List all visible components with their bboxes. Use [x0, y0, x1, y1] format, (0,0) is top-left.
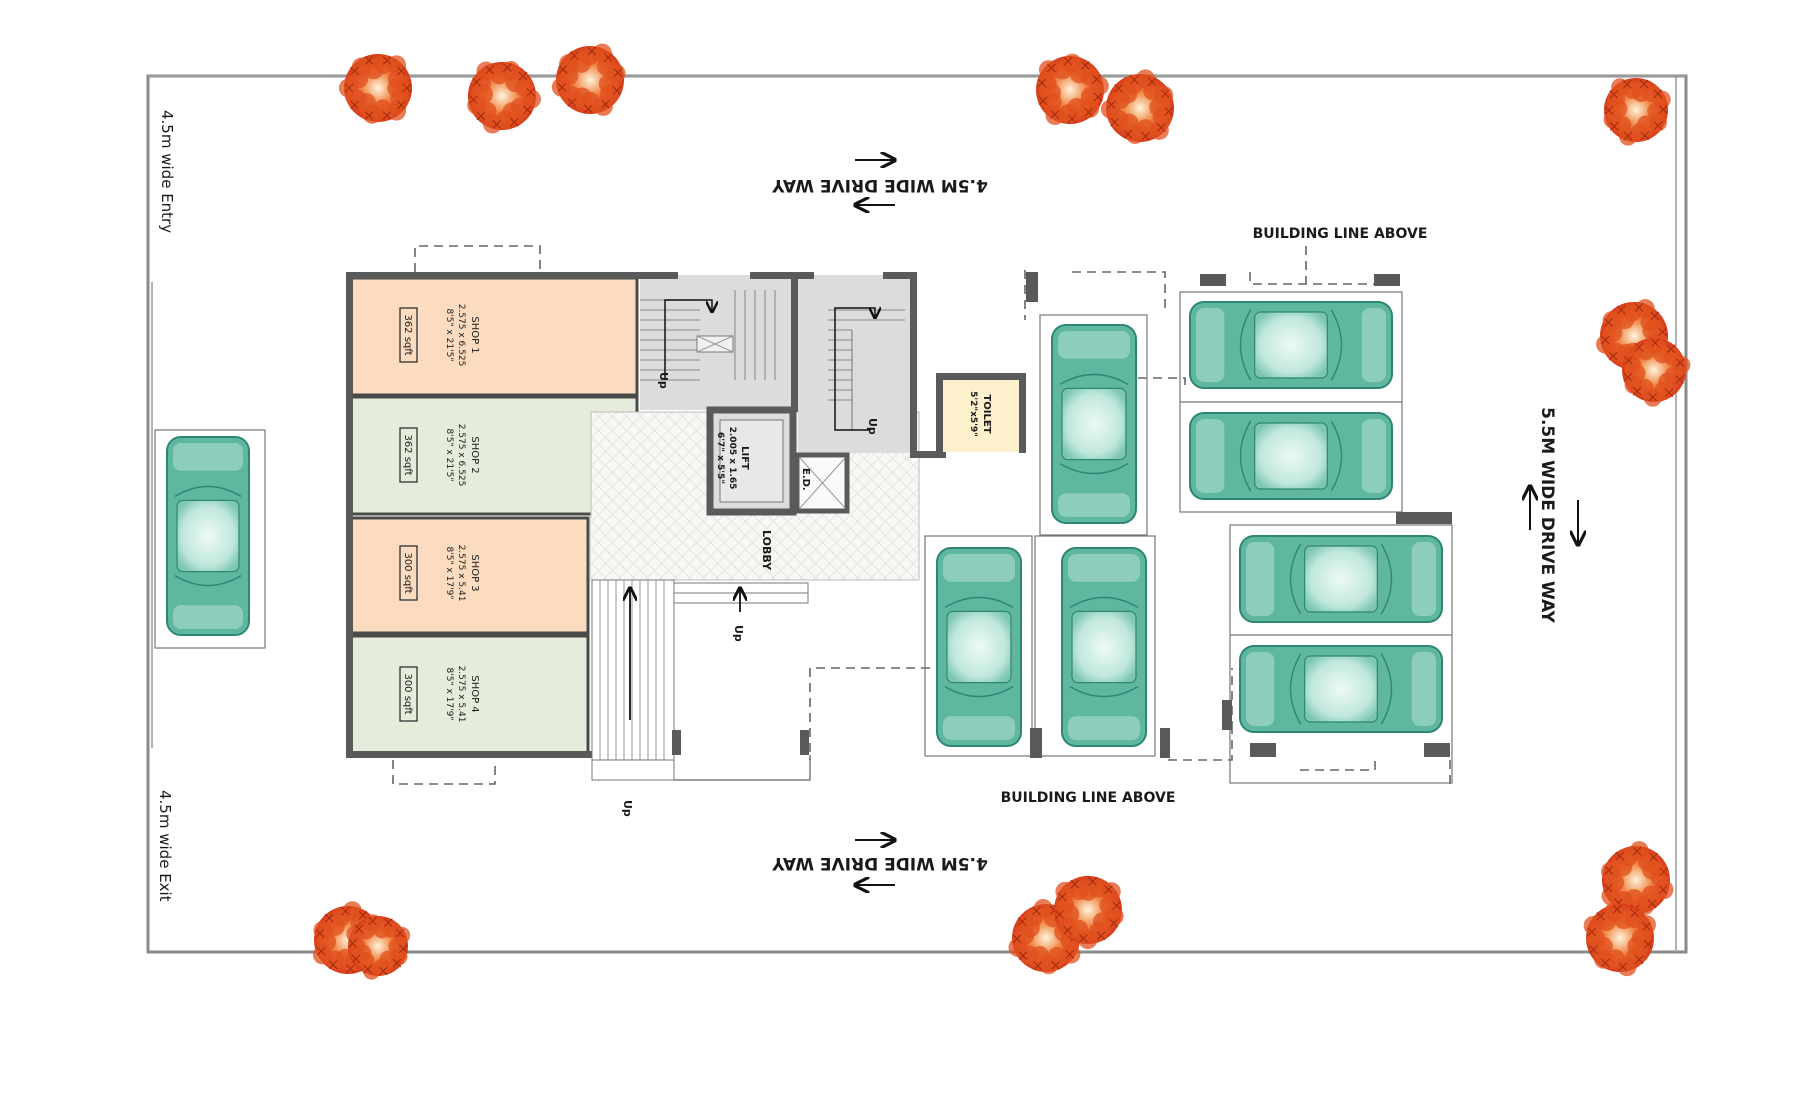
building-line-bottom-label: BUILDING LINE ABOVE	[1001, 790, 1176, 806]
tree-icon	[1603, 78, 1671, 146]
electrical-duct: E.D.	[794, 452, 850, 514]
toilet-size: 5'2"x5'9"	[968, 391, 978, 437]
shop-2-imperial: 8'5" x 21'5"	[444, 429, 454, 482]
lift-metric: 2.005 x 1.65	[727, 427, 737, 490]
car-roof	[946, 610, 1012, 684]
building-line-top-label: BUILDING LINE ABOVE	[1253, 226, 1428, 242]
shop-2-metric: 2.575 x 6.525	[456, 424, 466, 487]
tree-icon	[1100, 69, 1174, 144]
shop-3	[348, 516, 590, 635]
shop-3-text: SHOP 3 2.575 x 5.41 8'5" x 17'9" 300 sqf…	[399, 545, 480, 602]
car-bay-a	[1051, 324, 1137, 524]
entrance-steps: Up Up	[591, 579, 811, 817]
tree-icon	[1036, 53, 1109, 126]
shop-1-area: 362 sqft	[402, 314, 413, 355]
shop-4-imperial: 8'5" x 17'9"	[444, 668, 454, 721]
shop-2	[348, 395, 639, 516]
ramp-up-label: Up	[732, 625, 745, 642]
bay-b	[924, 535, 1033, 757]
drive-right-arrows	[1530, 486, 1578, 545]
shop-2-area-box	[399, 427, 418, 483]
lift: LIFT 2.005 x 1.65 6'7" x 5'5"	[706, 406, 797, 516]
car-bay-b-1	[936, 547, 1022, 747]
car-roof	[1304, 545, 1378, 613]
drive-way-bottom-label: 4.5M WIDE DRIVE WAY	[771, 853, 987, 873]
bay-a	[1039, 314, 1148, 536]
parking-bays	[924, 272, 1453, 784]
toilet: TOILET 5'2"x5'9"	[936, 373, 1026, 453]
left-parking-slot	[154, 429, 266, 649]
entry-label: 4.5m wide Entry	[158, 110, 176, 233]
shop-1-name: SHOP 1	[469, 316, 480, 353]
shop-1-area-box	[399, 307, 418, 363]
shops-block: SHOP 1 2.575 x 6.525 8'5" x 21'5" 362 sq…	[346, 272, 644, 758]
stair-1-up-label: Up	[657, 372, 670, 389]
shop-3-metric: 2.575 x 5.41	[456, 545, 466, 602]
tree-icon	[1622, 335, 1691, 407]
shop-4-name: SHOP 4	[469, 675, 480, 712]
car-bay-d-bottom	[1189, 412, 1393, 500]
car-bay-e-top	[1239, 535, 1443, 623]
tree-icon	[1601, 841, 1674, 915]
car-roof	[1254, 422, 1328, 490]
drive-way-top-label: 4.5M WIDE DRIVE WAY	[771, 175, 987, 195]
shop-2-name: SHOP 2	[469, 436, 480, 473]
exit-label: 4.5m wide Exit	[156, 790, 174, 902]
lobby-label: LOBBY	[760, 530, 773, 571]
bay-c	[1034, 535, 1156, 757]
shop-1	[348, 276, 639, 397]
stair-2-up-label: Up	[866, 418, 879, 435]
car-roof	[176, 499, 240, 573]
shop-4-area: 300 sqft	[402, 673, 413, 714]
shop-3-name: SHOP 3	[469, 554, 480, 591]
shop-4-text: SHOP 4 2.575 x 5.41 8'5" x 17'9" 300 sqf…	[399, 666, 480, 723]
stair-2: Up	[798, 272, 946, 458]
bay-e	[1229, 524, 1453, 784]
shop-4	[348, 634, 590, 756]
car-bay-e-bottom	[1239, 645, 1443, 733]
tree-icon	[467, 61, 541, 134]
shop-4-area-box	[399, 666, 418, 722]
shop-1-text: SHOP 1 2.575 x 6.525 8'5" x 21'5" 362 sq…	[399, 304, 480, 367]
building-line-dashes	[392, 245, 1451, 785]
shop-3-imperial: 8'5" x 17'9"	[444, 547, 454, 600]
lift-imperial: 6'7" x 5'5"	[715, 432, 725, 484]
car-roof	[1071, 610, 1137, 684]
car-left	[166, 436, 250, 636]
stair-1: Up	[640, 272, 798, 412]
car-bay-d-top	[1189, 301, 1393, 389]
shop-1-metric: 2.575 x 6.525	[456, 304, 466, 367]
drive-bottom-arrows	[855, 840, 895, 885]
car-roof	[1061, 387, 1127, 461]
tree-icon	[346, 914, 411, 980]
shop-3-area-box	[399, 545, 418, 601]
ed-label: E.D.	[800, 468, 811, 491]
drive-top-arrows	[855, 160, 895, 205]
tree-icon	[1583, 902, 1656, 977]
shop-3-area: 300 sqft	[402, 552, 413, 593]
car-roof	[1304, 655, 1378, 723]
tree-icon	[551, 43, 626, 116]
shop-1-imperial: 8'5" x 21'5"	[444, 309, 454, 362]
drive-way-right-label: 5.5M WIDE DRIVE WAY	[1537, 407, 1557, 623]
car-roof	[1254, 311, 1328, 379]
toilet-label: TOILET	[981, 394, 992, 433]
lift-label: LIFT	[739, 446, 750, 470]
shop-4-metric: 2.575 x 5.41	[456, 666, 466, 723]
shop-2-text: SHOP 2 2.575 x 6.525 8'5" x 21'5" 362 sq…	[399, 424, 480, 487]
landscape-trees	[312, 43, 1691, 980]
shop-2-area: 362 sqft	[402, 434, 413, 475]
steps-up-label: Up	[621, 800, 634, 817]
tree-icon	[338, 54, 412, 124]
tree-icon	[1054, 876, 1124, 950]
lobby-left-strip	[591, 518, 609, 580]
car-bay-c-1	[1061, 547, 1147, 747]
